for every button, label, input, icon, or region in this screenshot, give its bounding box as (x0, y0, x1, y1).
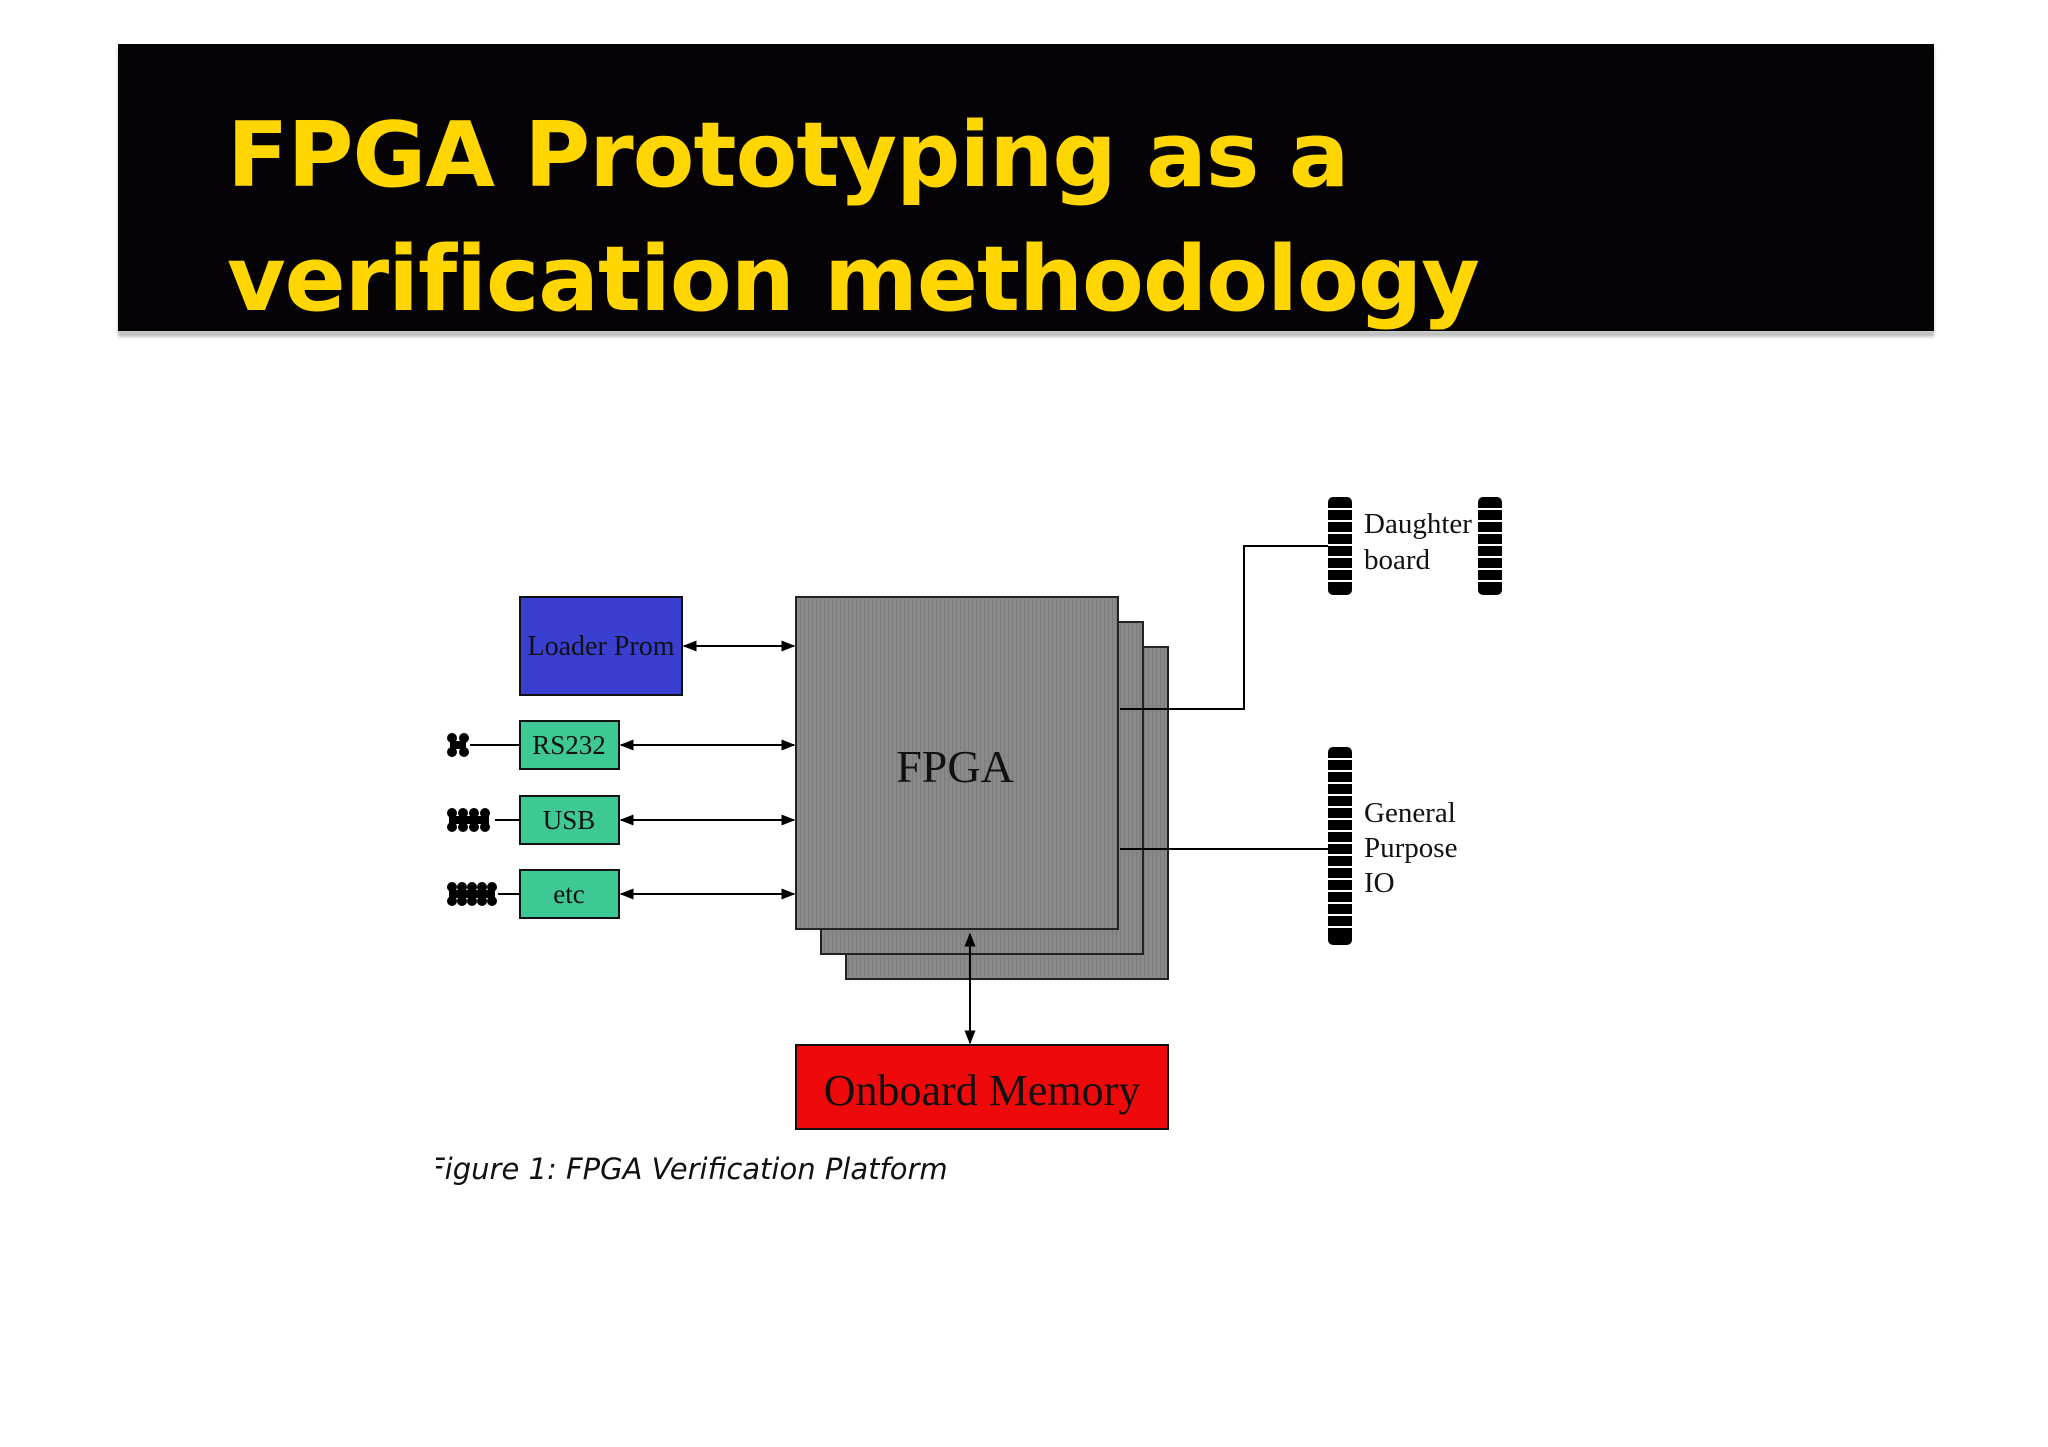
daughter-board-label-line2: board (1364, 544, 1431, 576)
rs232-label: RS232 (532, 730, 606, 760)
usb-connector-icon (447, 808, 490, 832)
loader-prom-box (519, 596, 683, 696)
usb-label: USB (543, 805, 596, 835)
figure-caption: Figure 1: FPGA Verification Platform (436, 1152, 1036, 1196)
title-bar: FPGA Prototyping as a verification metho… (118, 44, 1934, 333)
rs232-connector-icon (447, 733, 469, 757)
slide-title: FPGA Prototyping as a verification metho… (227, 103, 1480, 332)
gpio-label-line3: IO (1364, 867, 1395, 899)
etc-label: etc (553, 879, 584, 909)
etc-box (519, 869, 620, 919)
gpio-label-line1: General (1364, 797, 1456, 829)
daughter-board-link (1120, 545, 1332, 710)
onboard-memory-label: Onboard Memory (824, 1066, 1141, 1115)
fpga-chip (795, 596, 1119, 930)
etc-connector-icon (447, 882, 497, 906)
fpga-label: FPGA (896, 741, 1014, 792)
loader-prom-label: Loader Prom (528, 631, 675, 662)
figure-caption-text: Figure 1: FPGA Verification Platform (436, 1152, 948, 1186)
daughter-board-label-line1: Daughter (1364, 508, 1472, 540)
onboard-memory-box (795, 1044, 1169, 1130)
gpio-label-line2: Purpose (1364, 832, 1457, 864)
usb-box (519, 795, 620, 845)
rs232-box (519, 720, 620, 770)
gpio-connector (1328, 747, 1352, 945)
